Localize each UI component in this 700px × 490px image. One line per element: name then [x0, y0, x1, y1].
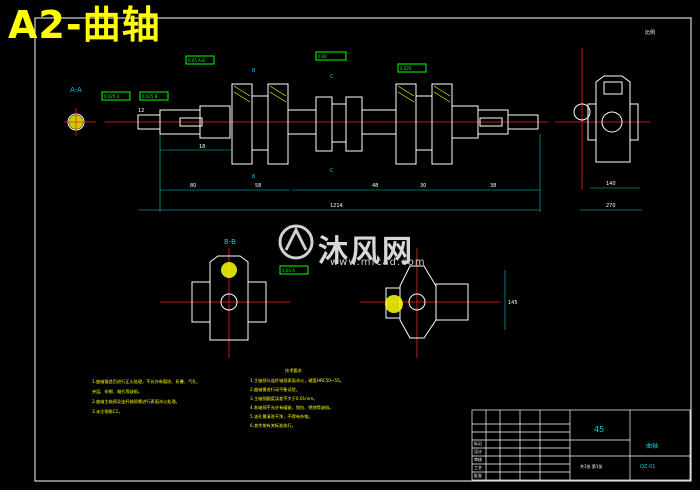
watermark-brand: 沐风网 — [318, 234, 414, 269]
notes-right: 技术要求 1.主轴颈与连杆轴颈表面淬火，硬度HRC50~55。 2.曲轴需进行动… — [250, 367, 344, 429]
sheet-border — [34, 17, 692, 482]
dim-140: 140 — [606, 181, 616, 187]
dim-12: 12 — [138, 108, 144, 114]
dim-48: 48 — [372, 183, 378, 189]
dim-18: 18 — [199, 144, 205, 150]
watermark-url: www.mfcad.com — [330, 257, 426, 268]
note-right-line-3: 3.主轴颈圆度误差不大于0.01mm。 — [250, 395, 318, 402]
dim-58: 58 — [255, 183, 261, 189]
dim-1214: 1214 — [330, 203, 343, 209]
tb-drawing-no: QZ-01 — [640, 464, 655, 470]
cut-markers: B B C C — [252, 68, 334, 180]
cut-c-bottom: C — [330, 168, 334, 174]
title-block-text: 45 曲轴 QZ-01 共1张 第1张 标记 设计 审核 工艺 批准 — [474, 425, 658, 478]
crankshaft-main-view — [105, 83, 548, 165]
tol-1: 0.025 A — [104, 94, 120, 99]
dimension-lines — [138, 134, 642, 330]
note-left-line-2: 夹层、砂眼、缩孔等缺陷。 — [92, 388, 142, 395]
tolerance-frames: 0.025 A 0.025 B 0.05 A-B 0.02 0.025 0.03… — [101, 51, 427, 275]
tb-row-5: 批准 — [474, 472, 482, 478]
tol-4: 0.02 — [318, 54, 327, 59]
cut-b-bottom: B — [252, 174, 256, 180]
drawing-title: A2-曲轴 — [8, 3, 161, 47]
title-block — [471, 409, 691, 481]
dim-270: 270 — [606, 203, 616, 209]
tb-part-name: 曲轴 — [646, 442, 658, 450]
section-a-label: A-A — [70, 86, 82, 94]
tol-3: 0.05 A-B — [188, 58, 205, 63]
scale-note: 比例 — [645, 29, 655, 36]
note-left-line-1: 1.曲轴锻造后进行正火处理，不允许有裂纹、折叠、气孔、 — [92, 378, 201, 385]
end-view — [555, 48, 650, 190]
notes-left: 1.曲轴锻造后进行正火处理，不允许有裂纹、折叠、气孔、 夹层、砂眼、缩孔等缺陷。… — [92, 378, 201, 415]
cut-b-top: B — [252, 68, 256, 74]
tb-row-3: 审核 — [474, 456, 482, 462]
dim-38: 38 — [490, 183, 496, 189]
note-left-line-3: 2.曲轴主轴颈及连杆轴颈需进行表面淬火处理。 — [92, 398, 180, 405]
note-right-line-2: 2.曲轴需进行动平衡试验。 — [250, 386, 300, 393]
note-right-line-1: 1.主轴颈与连杆轴颈表面淬火，硬度HRC50~55。 — [250, 377, 344, 384]
tb-row-2: 设计 — [474, 448, 482, 454]
section-a-a — [64, 108, 96, 136]
note-right-line-5: 5.油孔需清洗干净，不得有杂物。 — [250, 413, 313, 420]
dim-145: 145 — [508, 300, 518, 306]
tol-5: 0.025 — [400, 66, 412, 71]
note-right-line-4: 4.各轴颈不允许有磕碰、划伤、锈蚀等缺陷。 — [250, 404, 334, 411]
tb-sheet: 共1张 第1张 — [580, 463, 602, 469]
dimension-text: 1214 140 270 80 58 38 18 30 145 12 48 — [138, 108, 616, 306]
section-bb-label: B-B — [224, 238, 236, 246]
tb-material: 45 — [594, 425, 604, 434]
tol-6: 0.03 A — [282, 268, 295, 273]
tb-row-1: 标记 — [474, 440, 482, 446]
cc-hatched-circle — [385, 295, 403, 313]
note-left-line-4: 3.未注倒角C1。 — [92, 408, 123, 415]
dim-80: 80 — [190, 183, 196, 189]
section-hatching — [233, 85, 451, 103]
notes-right-heading: 技术要求 — [285, 367, 303, 374]
tol-2: 0.025 B — [142, 94, 158, 99]
dim-30: 30 — [420, 183, 426, 189]
watermark-logo-icon — [278, 224, 314, 260]
cut-c-top: C — [330, 74, 334, 80]
tb-row-4: 工艺 — [474, 465, 482, 470]
bb-hatched-circle — [221, 262, 237, 278]
note-right-line-6: 6.其余按有关标准执行。 — [250, 422, 296, 429]
